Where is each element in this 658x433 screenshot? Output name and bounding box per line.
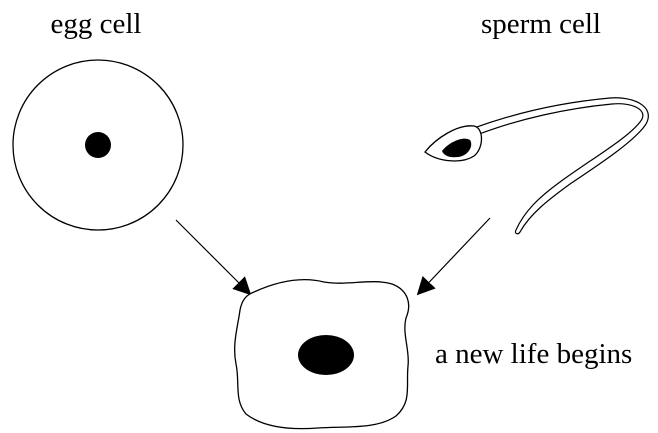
sperm-cell-label: sperm cell	[481, 8, 601, 40]
zygote	[235, 280, 409, 429]
zygote-nucleus	[298, 335, 354, 375]
egg-cell-label: egg cell	[51, 8, 142, 40]
arrow-egg-to-zygote	[176, 220, 250, 294]
new-life-label: a new life begins	[435, 338, 632, 370]
egg-cell-nucleus	[85, 132, 111, 158]
sperm-cell	[425, 98, 648, 234]
arrow-sperm-to-zygote	[418, 218, 490, 294]
egg-cell	[13, 60, 183, 230]
sperm-tail	[474, 98, 648, 234]
